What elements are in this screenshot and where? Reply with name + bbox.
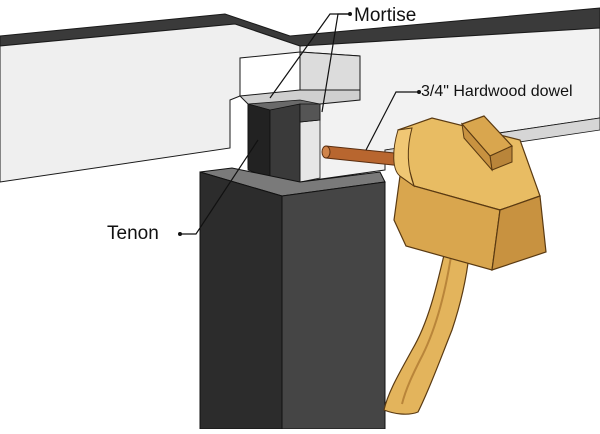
- post-side-face: [281, 181, 386, 430]
- tenon-label: Tenon: [107, 223, 159, 244]
- dowel-leader: [365, 91, 419, 151]
- tenon-leader-dot: [178, 232, 182, 236]
- mallet-icon: [383, 115, 547, 415]
- tenon-cheek: [299, 103, 321, 123]
- tenon-body: [247, 103, 271, 179]
- mortise-step: [299, 51, 361, 91]
- tenon-side: [269, 103, 301, 183]
- mortise-leaders: [269, 13, 350, 113]
- left-beam-face: [0, 23, 301, 183]
- dowel-leader-dot: [417, 90, 421, 94]
- mortise-leader-dot: [348, 12, 352, 16]
- tenon-leader: [180, 139, 259, 235]
- mortise-inner-right: [299, 119, 321, 183]
- mortise-label: Mortise: [354, 5, 417, 26]
- dowel-label: 3/4" Hardwood dowel: [421, 83, 573, 100]
- post-front-face: [199, 171, 283, 430]
